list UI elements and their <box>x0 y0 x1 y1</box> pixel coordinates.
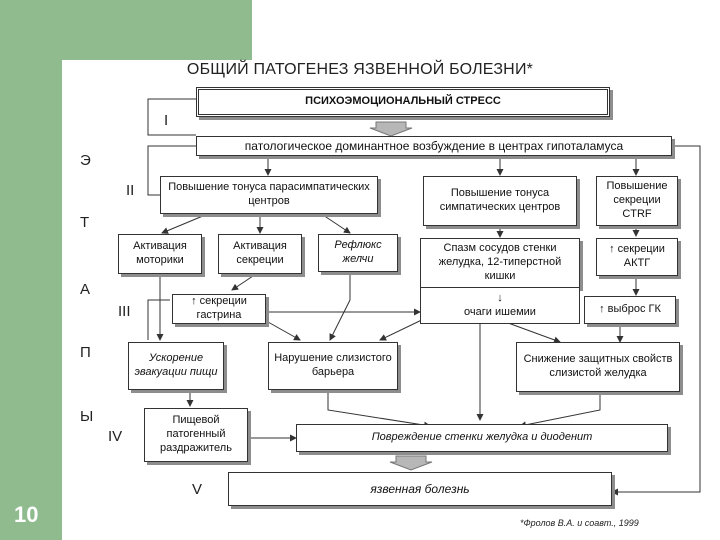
reference-note: *Фролов В.А. и соавт., 1999 <box>520 518 639 528</box>
down-arrow-icon: ↓ <box>497 291 503 304</box>
stress-box: ПСИХОЭМОЦИОНАЛЬНЫЙ СТРЕСС <box>196 87 610 117</box>
line-barrier-damage <box>327 390 431 429</box>
stage-3-label: III <box>118 303 131 320</box>
side-letter-p: П <box>80 344 91 361</box>
bracket-stage-2 <box>147 145 196 196</box>
stage-4-label: IV <box>108 428 123 445</box>
side-letter-a: А <box>80 281 91 298</box>
line-reflux-barrier <box>329 272 351 341</box>
protective-text: Снижение защитных свойств слизистой желу… <box>523 353 673 379</box>
stage-1-label: I <box>164 112 169 129</box>
decor-green-block <box>0 0 252 60</box>
ischemia-box: ↓ очаги ишемии <box>420 288 580 324</box>
page-number: 10 <box>14 502 39 527</box>
decor-green-bar <box>0 60 62 540</box>
block-arrow-2 <box>389 455 433 471</box>
side-letter-t: Т <box>80 214 90 231</box>
motility-text: Активация моторики <box>133 240 187 266</box>
ctrf-box: Повышение секреции CTRF <box>596 176 678 226</box>
secretion-box: Активация секреции <box>218 234 302 274</box>
bracket-stage-1 <box>147 98 196 136</box>
stage-5-label: V <box>192 481 203 498</box>
page-title: ОБЩИЙ ПАТОГЕНЕЗ ЯЗВЕННОЙ БОЛЕЗНИ* <box>186 61 534 78</box>
ischemia-text: очаги ишемии <box>464 305 536 318</box>
hypothalamus-text: патологическое доминантное возбуждение в… <box>244 138 624 153</box>
acth-text: секреции АКТГ <box>617 243 665 269</box>
reflux-box: Рефлюкс желчи <box>318 234 398 272</box>
irritant-text: Пищевой патогенный раздражитель <box>160 414 232 454</box>
feedback-line <box>611 145 701 496</box>
damage-box: Повреждение стенки желудка и диоденит <box>296 424 668 452</box>
spasm-box: Спазм сосудов стенки желудка, 12-типерст… <box>420 238 580 288</box>
sympathetic-text: Повышение тонуса симпатических центров <box>439 187 561 213</box>
barrier-box: Нарушение слизистого барьера <box>268 342 398 390</box>
acth-box: ↑ секреции АКТГ <box>596 238 678 276</box>
gc-text: выброс ГК <box>607 303 661 316</box>
motility-box: Активация моторики <box>118 234 202 274</box>
gastrin-text: секреции гастрина <box>196 295 247 321</box>
protective-box: Снижение защитных свойств слизистой желу… <box>516 342 680 392</box>
stage-2-label: II <box>126 182 135 199</box>
disease-box: язвенная болезнь <box>228 472 612 506</box>
stress-text: ПСИХОЭМОЦИОНАЛЬНЫЙ СТРЕСС <box>305 95 501 108</box>
line-secretion-gastrin <box>231 273 257 291</box>
hypothalamus-box: патологическое доминантное возбуждение в… <box>196 136 672 156</box>
side-letter-y: Ы <box>80 408 94 425</box>
damage-text: Повреждение стенки желудка и диоденит <box>371 431 593 444</box>
parasympathetic-box: Повышение тонуса парасимпатических центр… <box>160 176 378 214</box>
disease-text: язвенная болезнь <box>370 481 470 496</box>
bracket-stage-3 <box>147 299 170 340</box>
line-secretion-barrier <box>267 321 301 341</box>
secretion-text: Активация секреции <box>233 240 287 266</box>
up-arrow-icon: ↑ <box>599 303 605 316</box>
ctrf-text: Повышение секреции CTRF <box>606 180 668 220</box>
side-letter-e: Э <box>80 152 91 169</box>
spasm-text: Спазм сосудов стенки желудка, 12-типерст… <box>438 242 562 282</box>
gc-box: ↑ выброс ГК <box>584 296 676 324</box>
line-para-reflux <box>319 212 351 234</box>
parasympathetic-text: Повышение тонуса парасимпатических центр… <box>168 181 370 207</box>
line-para-motility <box>161 212 211 234</box>
up-arrow-icon: ↑ <box>609 243 615 256</box>
up-arrow-icon: ↑ <box>191 295 197 308</box>
sympathetic-box: Повышение тонуса симпатических центров <box>423 176 577 226</box>
irritant-box: Пищевой патогенный раздражитель <box>144 408 248 462</box>
reflux-text: Рефлюкс желчи <box>334 239 382 265</box>
gastrin-box: ↑ секреции гастрина <box>172 294 266 324</box>
line-protective-damage <box>519 392 601 429</box>
barrier-text: Нарушение слизистого барьера <box>274 352 392 378</box>
evacuation-box: Ускорение эвакуации пищи <box>128 342 224 390</box>
evacuation-text: Ускорение эвакуации пищи <box>134 352 218 378</box>
block-arrow-1 <box>369 121 413 137</box>
